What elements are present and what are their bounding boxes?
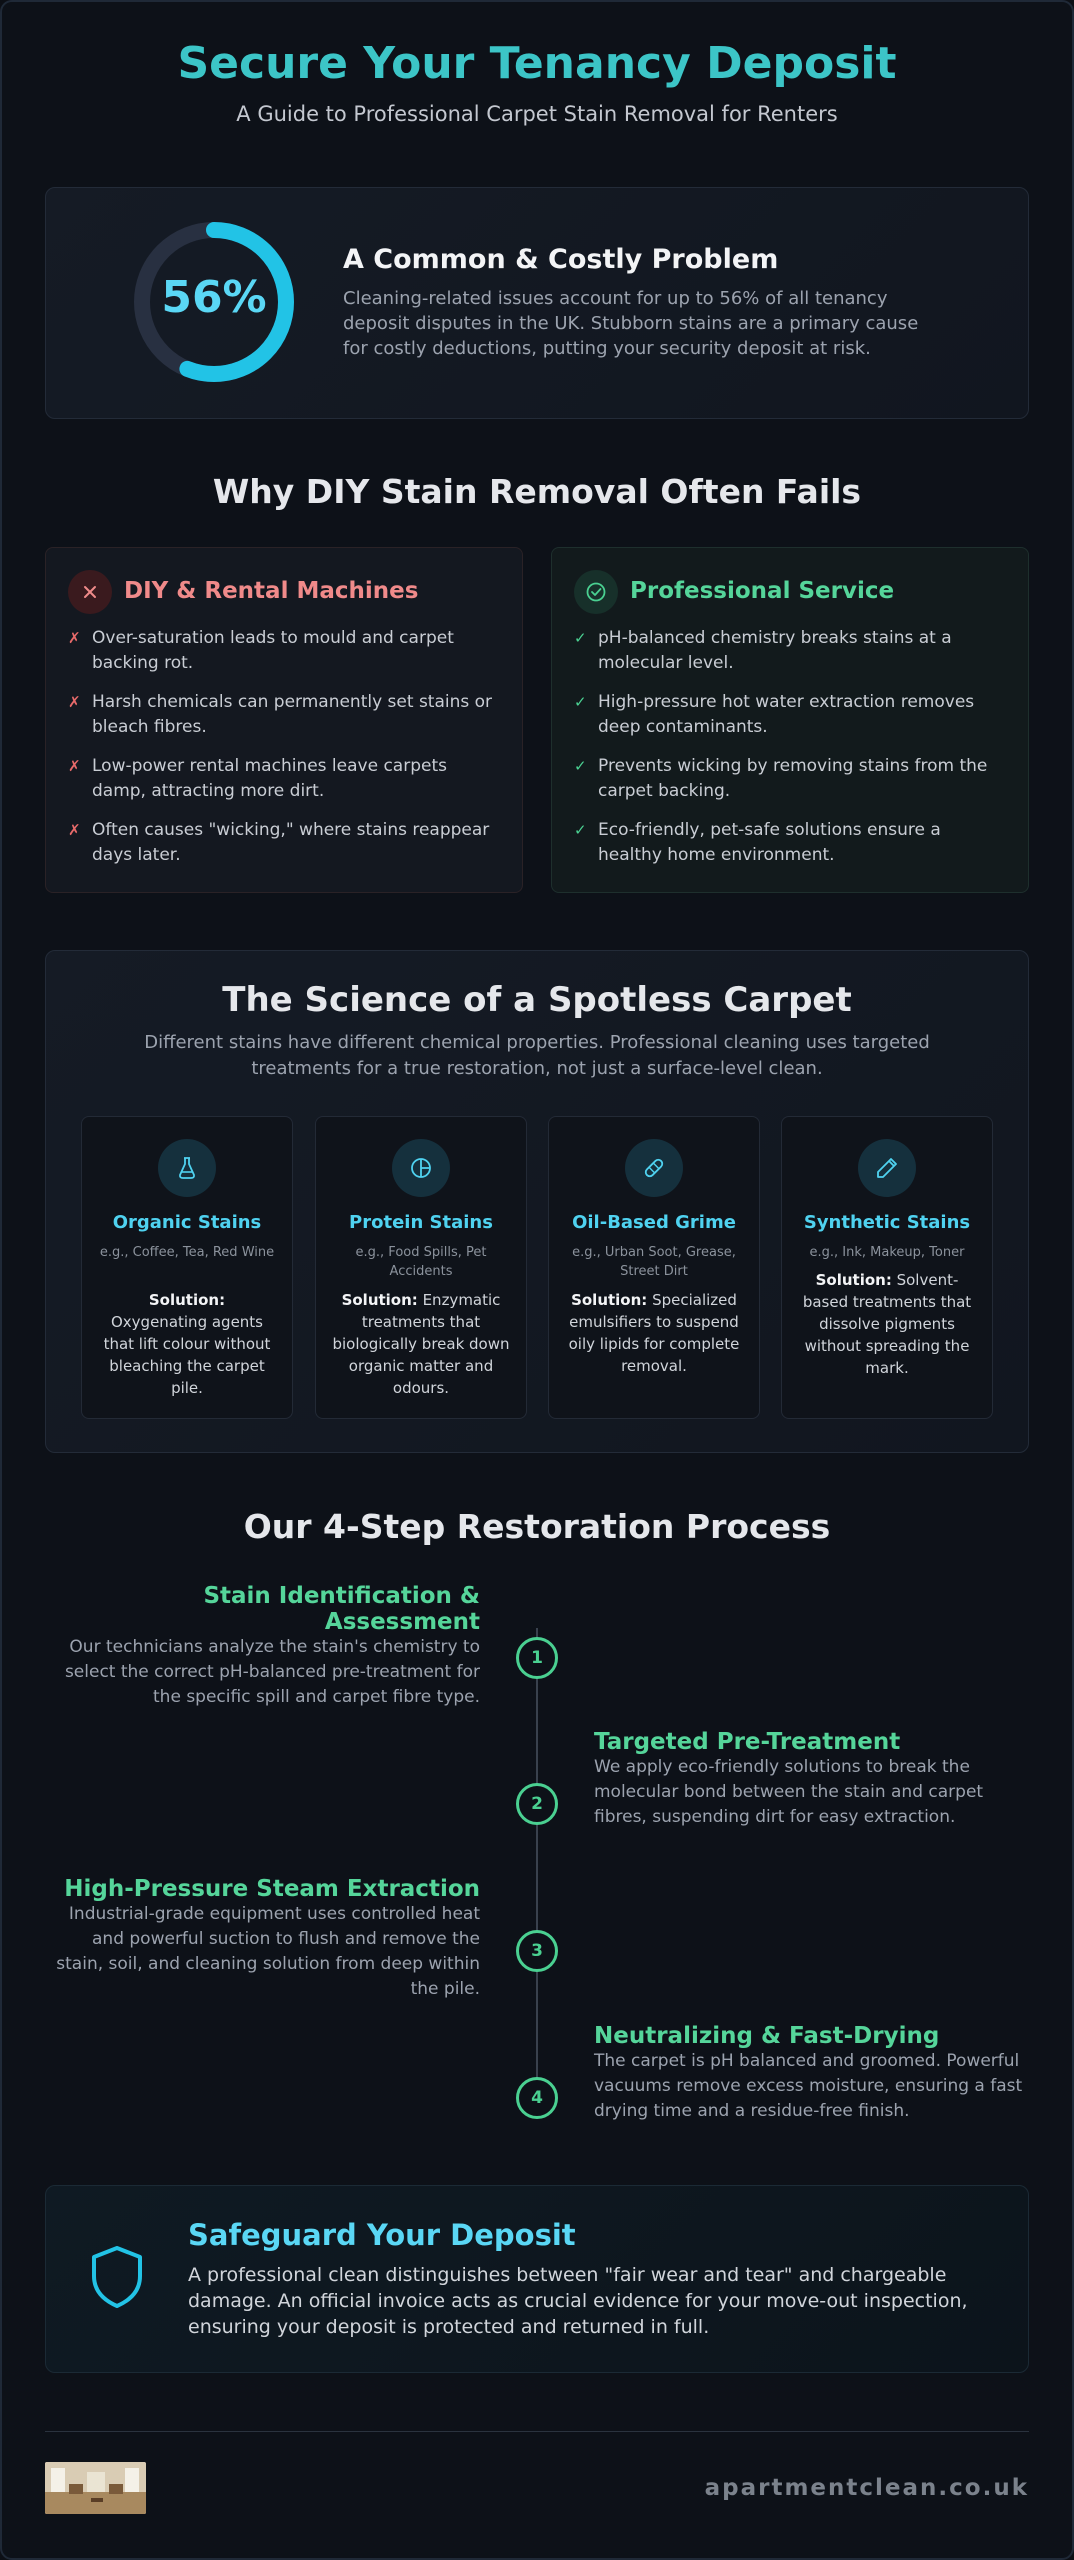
page-title: Secure Your Tenancy Deposit	[177, 38, 897, 89]
stain-solution: Solution: Specialized emulsifiers to sus…	[568, 1291, 740, 1375]
stain-name: Protein Stains	[349, 1212, 493, 1233]
comparison-title: Why DIY Stain Removal Often Fails	[212, 472, 862, 511]
step-text: Our technicians analyze the stain's chem…	[64, 1637, 480, 1707]
stain-example: e.g., Urban Soot, Grease, Street Dirt	[572, 1245, 736, 1279]
process-step: Stain Identification & Assessment Our te…	[45, 1583, 480, 1710]
cross-icon: ✗	[68, 757, 81, 775]
pro-list: ✓pH-balanced chemistry breaks stains at …	[574, 626, 1004, 882]
donut-fill	[134, 222, 294, 382]
step-number: 1	[516, 1637, 558, 1679]
stain-card-protein: Protein Stains e.g., Food Spills, Pet Ac…	[315, 1116, 527, 1419]
check-icon: ✓	[574, 629, 587, 647]
footer-divider	[45, 2431, 1029, 2432]
stain-name: Organic Stains	[112, 1212, 262, 1233]
diy-list: ✗Over-saturation leads to mould and carp…	[68, 626, 498, 882]
process-step: Targeted Pre-Treatment We apply eco-frie…	[594, 1729, 1034, 1830]
timeline-line	[536, 1628, 538, 2108]
science-title: The Science of a Spotless Carpet	[222, 980, 852, 1020]
check-icon: ✓	[574, 821, 587, 839]
cross-icon: ✗	[68, 693, 81, 711]
step-text: The carpet is pH balanced and groomed. P…	[594, 2051, 1023, 2121]
check-icon: ✓	[574, 693, 587, 711]
flask-icon	[158, 1139, 216, 1197]
apartment-photo	[45, 2462, 146, 2514]
stat-value: 56%	[161, 272, 267, 323]
diy-title: DIY & Rental Machines	[124, 578, 419, 604]
safeguard-card	[45, 2185, 1029, 2373]
problem-text: Cleaning-related issues account for up t…	[343, 288, 919, 359]
science-text: Different stains have different chemical…	[144, 1032, 930, 1079]
stain-card-oil: Oil-Based Grime e.g., Urban Soot, Grease…	[548, 1116, 760, 1419]
stat-donut-chart	[134, 222, 294, 382]
shield-icon	[92, 2246, 142, 2308]
process-step: High-Pressure Steam Extraction Industria…	[45, 1876, 480, 2002]
step-title: Stain Identification & Assessment	[203, 1583, 480, 1635]
stain-solution: Solution:Oxygenating agents that lift co…	[103, 1291, 271, 1397]
step-title: Neutralizing & Fast-Drying	[594, 2023, 940, 2049]
stain-example: e.g., Ink, Makeup, Toner	[809, 1245, 965, 1260]
pro-card: Professional Service ✓pH-balanced chemis…	[551, 547, 1029, 893]
diy-card: DIY & Rental Machines ✗Over-saturation l…	[45, 547, 523, 893]
footer-url[interactable]: apartmentclean.co.uk	[704, 2475, 1029, 2501]
list-item: ✗Harsh chemicals can permanently set sta…	[68, 690, 498, 740]
list-item: ✓pH-balanced chemistry breaks stains at …	[574, 626, 1004, 676]
list-item: ✗Low-power rental machines leave carpets…	[68, 754, 498, 804]
process-step: Neutralizing & Fast-Drying The carpet is…	[594, 2023, 1034, 2124]
list-item: ✓Eco-friendly, pet-safe solutions ensure…	[574, 818, 1004, 868]
step-number: 2	[516, 1783, 558, 1825]
cross-icon: ✗	[68, 821, 81, 839]
problem-title: A Common & Costly Problem	[343, 244, 779, 275]
step-text: We apply eco-friendly solutions to break…	[594, 1757, 984, 1827]
stain-example: e.g., Food Spills, Pet Accidents	[355, 1245, 487, 1279]
stain-name: Synthetic Stains	[803, 1212, 971, 1233]
stain-solution: Solution: Enzymatic treatments that biol…	[332, 1291, 510, 1397]
bandage-icon	[625, 1139, 683, 1197]
page-subtitle: A Guide to Professional Carpet Stain Rem…	[236, 102, 838, 126]
stain-card-synthetic: Synthetic Stains e.g., Ink, Makeup, Tone…	[781, 1116, 993, 1419]
stain-card-organic: Organic Stains e.g., Coffee, Tea, Red Wi…	[81, 1116, 293, 1419]
list-item: ✗Over-saturation leads to mould and carp…	[68, 626, 498, 676]
safeguard-text: A professional clean distinguishes betwe…	[188, 2264, 968, 2338]
pie-icon	[392, 1139, 450, 1197]
list-item: ✓Prevents wicking by removing stains fro…	[574, 754, 1004, 804]
list-item: ✓High-pressure hot water extraction remo…	[574, 690, 1004, 740]
safeguard-title: Safeguard Your Deposit	[188, 2218, 576, 2252]
stain-solution: Solution: Solvent-based treatments that …	[802, 1271, 972, 1377]
stain-example: e.g., Coffee, Tea, Red Wine	[99, 1245, 275, 1260]
step-title: High-Pressure Steam Extraction	[64, 1876, 480, 1902]
pen-icon	[858, 1139, 916, 1197]
process-title: Our 4-Step Restoration Process	[243, 1507, 831, 1546]
step-number: 4	[516, 2077, 558, 2119]
pro-title: Professional Service	[630, 578, 895, 604]
step-title: Targeted Pre-Treatment	[594, 1729, 901, 1755]
check-icon: ✓	[574, 757, 587, 775]
x-circle-icon	[68, 570, 112, 614]
step-number: 3	[516, 1930, 558, 1972]
step-text: Industrial-grade equipment uses controll…	[56, 1904, 480, 1999]
list-item: ✗Often causes "wicking," where stains re…	[68, 818, 498, 868]
check-circle-icon	[574, 570, 618, 614]
stain-name: Oil-Based Grime	[572, 1212, 736, 1233]
cross-icon: ✗	[68, 629, 81, 647]
